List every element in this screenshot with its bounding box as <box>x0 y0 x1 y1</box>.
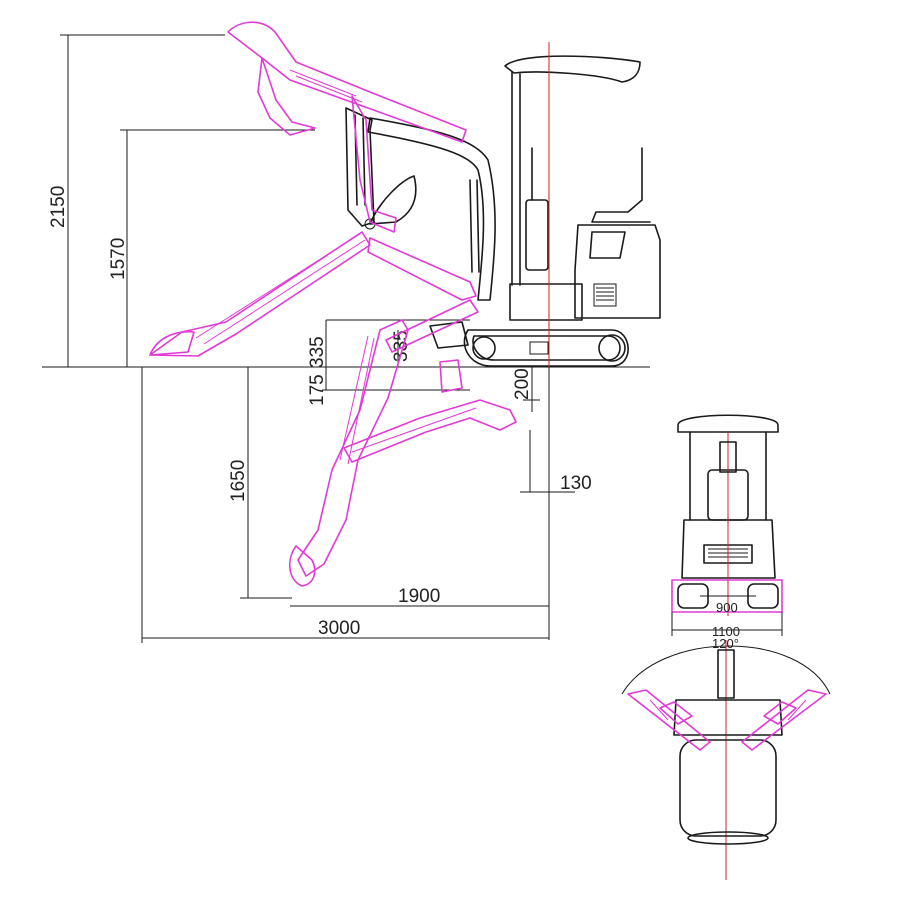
dimension-label-130: 130 <box>560 473 592 494</box>
reach-dimension-1900: 1900 <box>290 367 550 640</box>
blade-dimensions: 335 335 175 <box>307 319 470 406</box>
depth-dimension-1650: 1650 <box>228 367 292 599</box>
excavator-top-view: 120° <box>621 636 831 880</box>
reach-dimension-3000: 3000 <box>141 367 549 643</box>
height-dimension-1570: 1570 <box>108 129 315 367</box>
height-dimension-2150: 2150 <box>48 34 225 367</box>
excavator-side-view <box>345 55 661 367</box>
dimension-label-335-right: 335 <box>391 330 412 362</box>
dimension-label-200: 200 <box>512 368 533 400</box>
dimension-label-1900: 1900 <box>398 586 440 607</box>
boom-positions-overlay <box>149 21 517 587</box>
excavator-front-view: 900 1100 <box>671 414 783 639</box>
dimension-label-2150: 2150 <box>48 186 69 228</box>
dimension-label-1570: 1570 <box>108 238 129 280</box>
dimension-label-1650: 1650 <box>228 460 249 502</box>
offset-dimensions: 200 130 <box>512 367 592 494</box>
dimension-label-1100: 1100 <box>712 624 740 639</box>
dimension-label-175: 175 <box>307 374 328 406</box>
dimension-label-335-left: 335 <box>307 336 328 368</box>
dimension-label-120: 120° <box>712 636 739 651</box>
dimension-label-900: 900 <box>716 600 738 615</box>
dimension-label-3000: 3000 <box>318 618 360 639</box>
